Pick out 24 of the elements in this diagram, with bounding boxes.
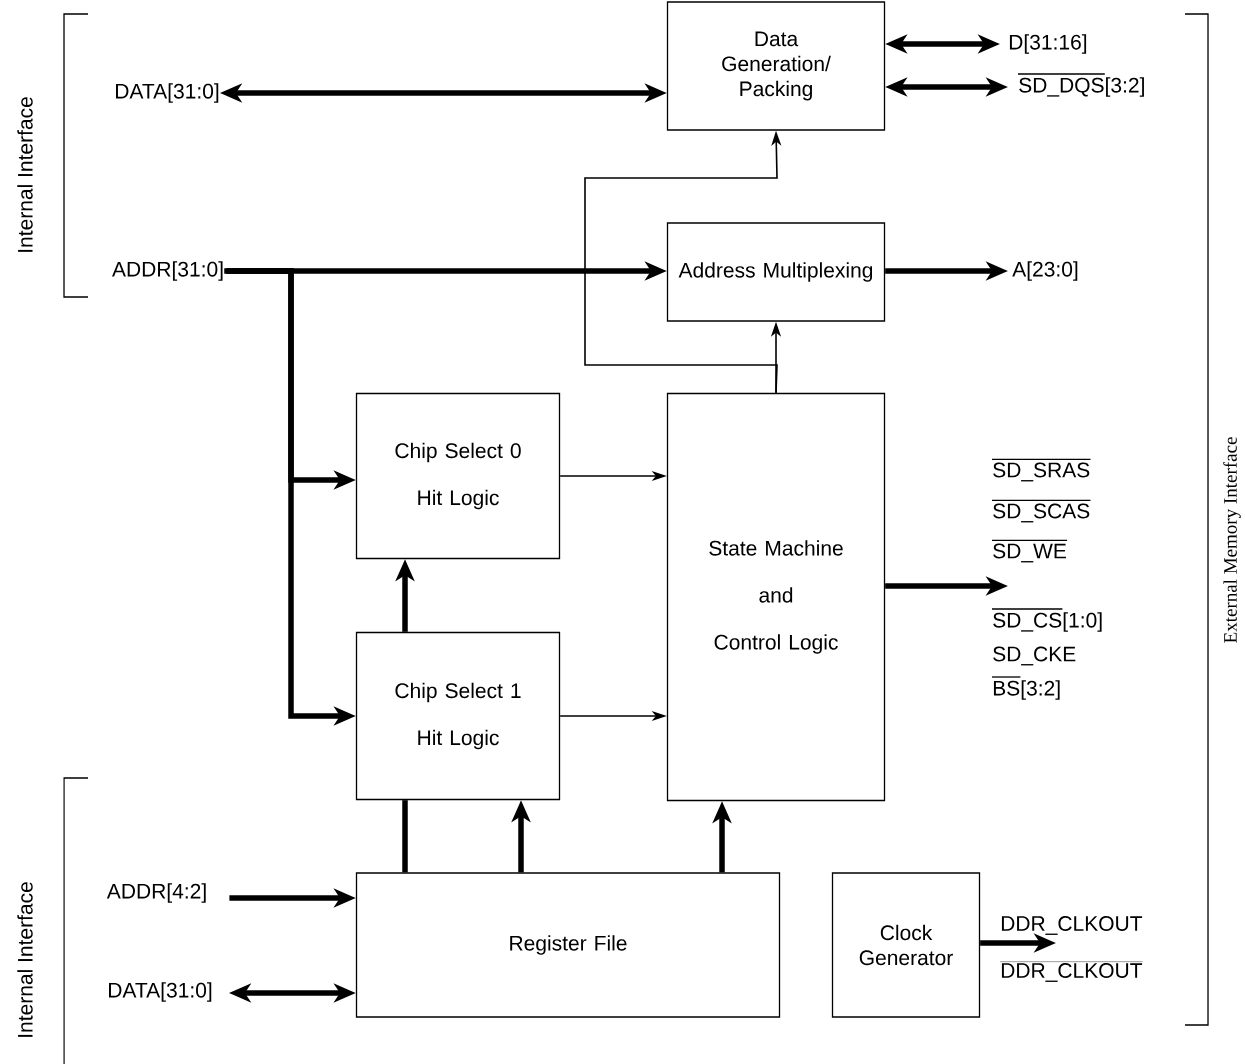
block-box: Chip Select 1 Hit Logic — [355, 631, 561, 801]
signal-label: DATA[31:0] — [109, 982, 212, 1002]
block-box: Register File — [355, 872, 781, 1018]
signal-label: SD_CS[1:0] — [991, 608, 1102, 632]
signal-label: SD_DQS[3:2] — [1017, 73, 1144, 97]
signal-label: A[23:0] — [1012, 261, 1078, 281]
block-box: State Machine and Control Logic — [666, 392, 886, 802]
signal-label: SD_CKE — [993, 646, 1076, 666]
signal-label: ADDR[4:2] — [106, 883, 206, 903]
signal-label: BS[3:2] — [991, 676, 1060, 700]
signal-label: SD_WE — [991, 539, 1068, 563]
block-box: Chip Select 0 Hit Logic — [355, 392, 561, 560]
signal-label: SD_SCAS — [991, 499, 1092, 523]
block-box: Clock Generator — [831, 872, 981, 1018]
interface-label: Internal Interface — [17, 97, 33, 252]
interface-label: External Memory Interface — [1223, 437, 1241, 643]
signal-label: DATA[31:0] — [116, 83, 219, 103]
signal-label: ADDR[31:0] — [112, 261, 223, 281]
signal-label: SD_SRAS — [991, 458, 1092, 482]
block-box: Address Multiplexing — [666, 222, 886, 322]
interface-label: Internal Interface — [17, 882, 33, 1037]
signal-label: DDR_CLKOUT DDR_CLKOUT — [1000, 916, 1143, 982]
signal-label: D[31:16] — [1009, 34, 1087, 54]
block-box: Data Generation/ Packing — [666, 1, 886, 131]
